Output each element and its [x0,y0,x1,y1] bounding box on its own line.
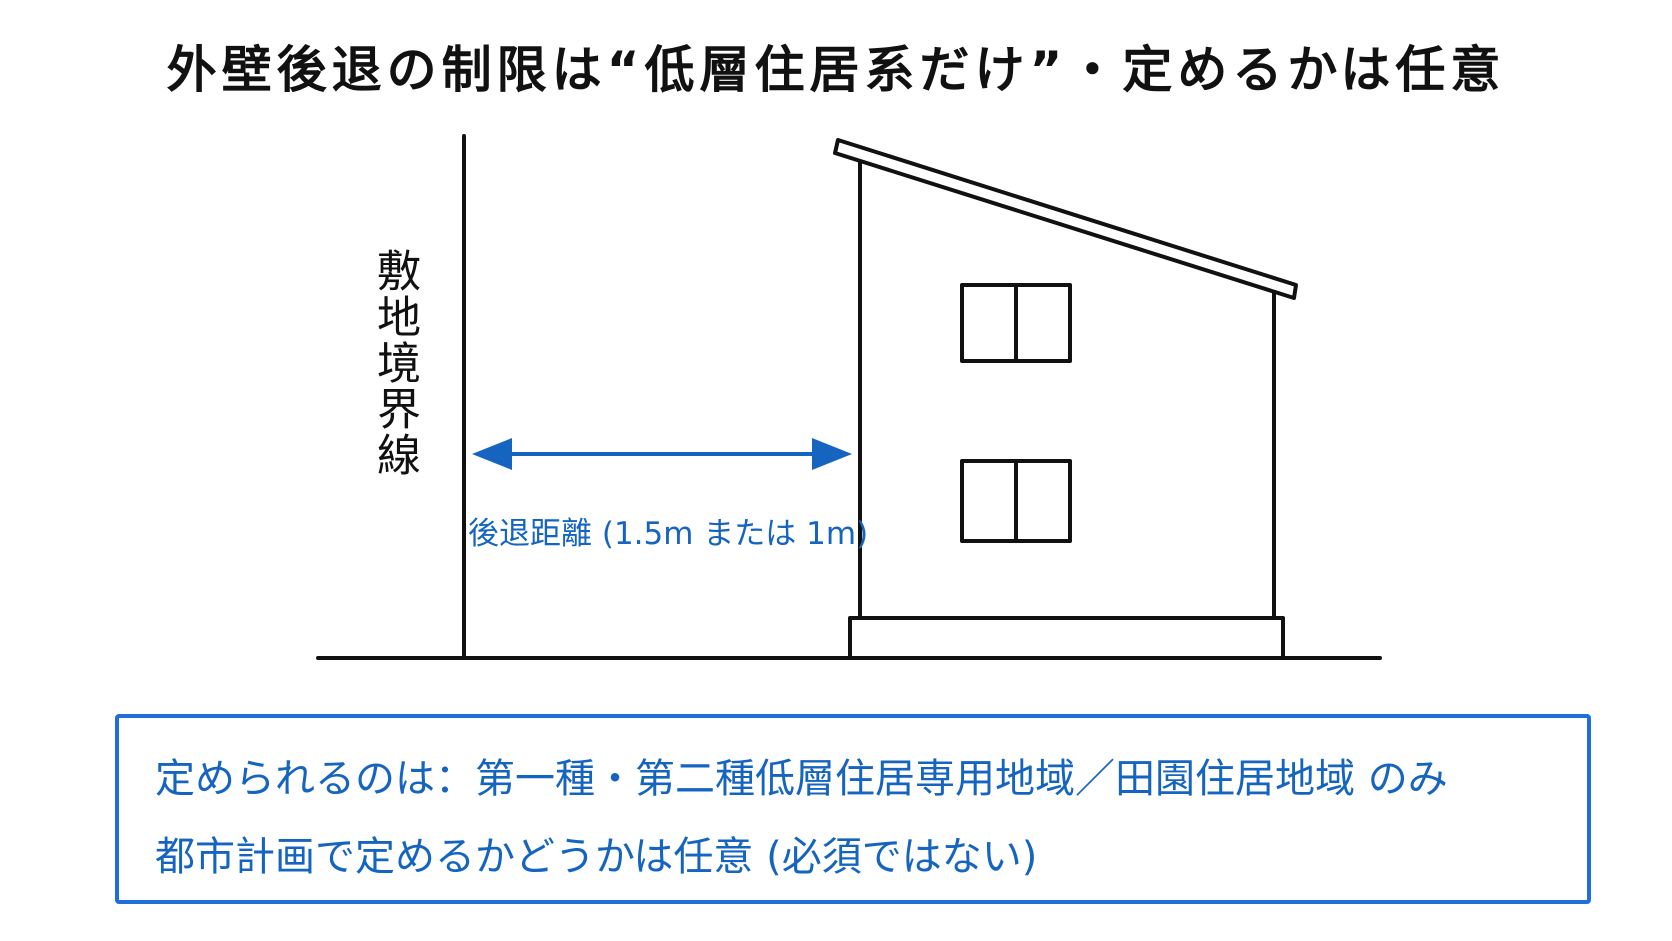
house-foundation [848,616,1285,660]
house [833,138,1298,660]
house-roof [833,138,1298,300]
arrowhead-right [812,438,852,470]
page-title: 外壁後退の制限は“低層住居系だけ”・定めるかは任意 [166,41,1506,99]
info-box: 定められるのは：第一種・第二種低層住居専用地域／田園住居地域 のみ 都市計画で定… [115,714,1591,904]
info-line-optional: 都市計画で定めるかどうかは任意 (必須ではない) [155,834,1038,880]
info-line-zones: 定められるのは：第一種・第二種低層住居専用地域／田園住居地域 のみ [155,756,1448,802]
arrowhead-left [472,438,512,470]
lower-window [960,459,1072,543]
upper-window [960,283,1072,363]
property-boundary-label: 敷地境界線 [369,248,420,478]
setback-arrow [472,438,852,470]
setback-distance-label: 後退距離 (1.5m または 1m) [468,516,869,552]
